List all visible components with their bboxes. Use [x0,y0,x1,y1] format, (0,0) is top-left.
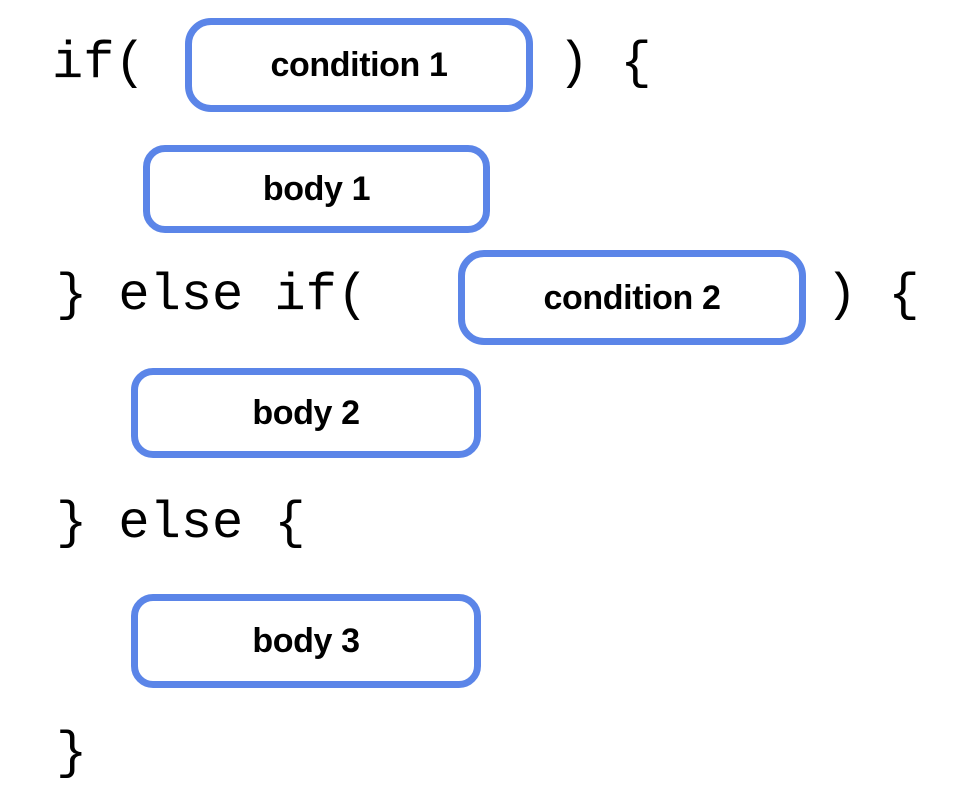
slot-body-3-label: body 3 [252,622,360,660]
code-closing-brace: } [56,724,88,783]
slot-body-2-label: body 2 [252,394,360,432]
code-elseif-open-brace: ) { [826,266,920,325]
code-keyword-if: if( [52,34,146,93]
slot-condition-2-label: condition 2 [543,278,721,317]
slot-body-3[interactable]: body 3 [131,594,481,688]
code-keyword-else: } else { [56,494,306,553]
slot-condition-1[interactable]: condition 1 [185,18,533,112]
slot-condition-1-label: condition 1 [270,46,448,84]
code-keyword-else-if: } else if( [56,266,369,325]
slot-condition-2[interactable]: condition 2 [458,250,806,345]
slot-body-1[interactable]: body 1 [143,145,490,233]
slot-body-2[interactable]: body 2 [131,368,481,458]
code-if-open-brace: ) { [558,34,652,93]
slot-body-1-label: body 1 [262,170,371,208]
